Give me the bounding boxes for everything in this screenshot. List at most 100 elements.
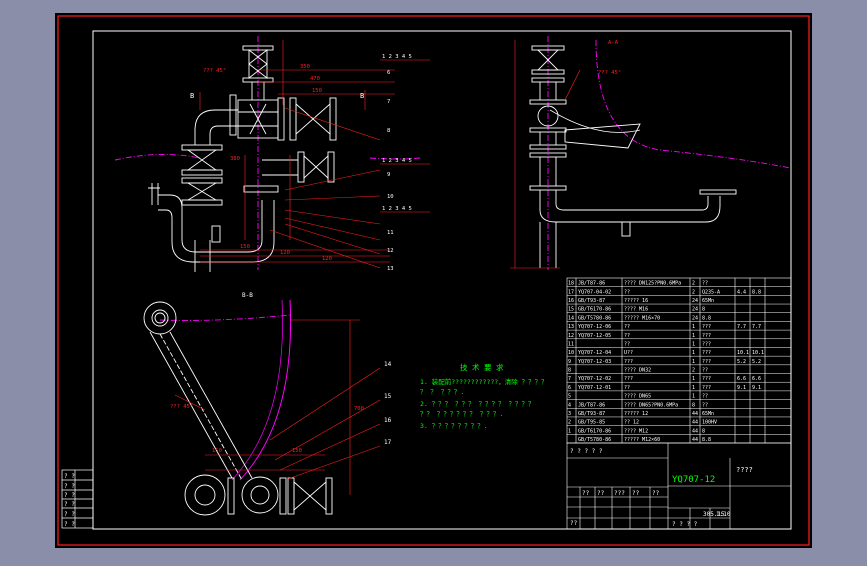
center-arc — [369, 157, 421, 160]
bom-cell-qty: 1 — [692, 359, 695, 365]
bom-cell-mat: 8.8 — [702, 315, 711, 321]
section-aa-view[interactable] — [529, 36, 791, 270]
dim-label: 150 — [212, 448, 222, 454]
front-dims — [199, 40, 395, 269]
revision-cell: ? ? — [64, 521, 75, 528]
bom-cell-code: YQ707-12-04 — [578, 350, 611, 356]
bom-cell-code: JB/T87-86 — [578, 402, 605, 408]
bom-cell-name: U?? — [624, 350, 633, 356]
front-leader-lines — [380, 59, 430, 213]
bom-cell-w2: 8.8 — [752, 289, 761, 295]
part-name: ???? — [736, 466, 753, 474]
bom-cell-qty: 24 — [692, 315, 698, 321]
bom-cell-no: 12 — [568, 333, 574, 339]
bom-table — [566, 277, 792, 444]
bom-cell-code: YQ707-12-01 — [578, 385, 611, 391]
tech-line: ？？ ？？？？？？ ？？？. — [420, 410, 503, 418]
u-pipe-flange — [243, 185, 279, 193]
bom-cell-name: ????? M16×70 — [624, 315, 660, 321]
bom-cell-qty: 1 — [692, 385, 695, 391]
leader-number: 13 — [387, 266, 394, 272]
revision-cell: ? ? — [64, 483, 75, 490]
bom-cell-no: 7 — [568, 376, 571, 382]
revision-cell: ? ? — [64, 511, 75, 518]
bom-cell-name: ?? — [624, 385, 630, 391]
bom-cell-name: ????? 16 — [624, 298, 648, 304]
bom-cell-mat: 65Mn — [702, 298, 714, 304]
section-bb-title: B-B — [242, 292, 253, 299]
bom-cell-no: 18 — [568, 281, 574, 287]
bb-flange-left — [184, 474, 226, 516]
bom-cell-no: 1 — [568, 428, 571, 434]
tech-title: 技 术 要 求 — [460, 362, 504, 372]
bom-cell-w1: 10.1 — [737, 350, 749, 356]
leader-number: 16 — [384, 417, 392, 424]
angle-note: ??? 45° — [598, 70, 621, 76]
bom-cell-qty: 44 — [692, 428, 698, 434]
leader-number: 1 2 3 4 5 — [382, 158, 412, 164]
sign-header: ? ? ? ? ? — [570, 448, 603, 455]
bom-cell-w1: 4.4 — [737, 289, 746, 295]
bom-cell-name: ???? DN65 — [624, 394, 651, 400]
bom-cell-qty: 24 — [692, 307, 698, 313]
bom-cell-code: YQ707-12-05 — [578, 333, 611, 339]
bom-cell-no: 16 — [568, 298, 574, 304]
bom-cell-name: ?? — [624, 324, 630, 330]
bb-dims — [174, 319, 381, 495]
bb-flange-right — [241, 476, 279, 514]
drawing-number: YQ707-12 — [672, 475, 715, 485]
bom-cell-code: GB/T95-85 — [578, 420, 605, 426]
tech-requirements: 技 术 要 求 1. 装配前????????????，清除 ？？？？ ？ ？ ？… — [420, 362, 548, 430]
tb-cell: ?? — [597, 490, 605, 497]
leader-number: 14 — [384, 361, 392, 368]
bom-cell-no: 14 — [568, 315, 574, 321]
bom-cell-name: ???? DN32 — [624, 368, 651, 374]
bom-cell-mat: 8 — [702, 307, 705, 313]
bom-cell-code: GB/T6170-86 — [578, 428, 611, 434]
left-end-flange — [148, 183, 160, 205]
aa-dims — [510, 40, 581, 269]
bom-cell-no: 15 — [568, 307, 574, 313]
bracket-plate — [564, 123, 641, 149]
left-bend — [194, 109, 238, 145]
dim-label: 380 — [230, 156, 240, 162]
bom-cell-name: ??? — [624, 359, 633, 365]
mass-value: 305.15 — [703, 511, 725, 518]
dim-label: 350 — [300, 64, 310, 70]
section-bb-view[interactable] — [143, 299, 333, 516]
bom-cell-qty: 44 — [692, 411, 698, 417]
bom-cell-no: 13 — [568, 324, 574, 330]
bom-cell-name: ???? DN65?PN0.6MPa — [624, 402, 678, 408]
bom-cell-w1: 9.1 — [737, 385, 746, 391]
bom-cell-w1: 5.2 — [737, 359, 746, 365]
title-block — [566, 442, 792, 530]
tech-line: 1. 装配前????????????，清除 ？？？？ — [420, 377, 548, 386]
bom-cell-mat: 8.8 — [702, 437, 711, 443]
bom-cell-w1: 7.7 — [737, 324, 746, 330]
bom-cell-mat: ?? — [702, 402, 708, 408]
leader-number: 8 — [387, 128, 390, 134]
bom-cell-mat: ??? — [702, 350, 711, 356]
bom-cell-mat: ??? — [702, 333, 711, 339]
bom-cell-name: ?? — [624, 289, 630, 295]
bom-cell-qty: 2 — [692, 281, 695, 287]
bom-cell-code: YQ707-12-03 — [578, 359, 611, 365]
tb-cell: ?? — [582, 490, 590, 497]
aa-u-pipe — [539, 190, 721, 223]
bom-cell-mat: 100HV — [702, 420, 717, 426]
tb-cell: ?? — [570, 520, 578, 527]
leader-number: 17 — [384, 439, 392, 446]
bom-cell-name: ?? — [624, 341, 630, 347]
bom-cell-code: YQ707-04-02 — [578, 289, 611, 295]
bom-cell-qty: 1 — [692, 350, 695, 356]
bom-cell-w2: 10.1 — [752, 350, 764, 356]
leader-number: 10 — [387, 194, 394, 200]
bom-cell-code: GB/T5780-86 — [578, 315, 611, 321]
bom-cell-no: 11 — [568, 341, 574, 347]
bom-cell-qty: 2 — [692, 368, 695, 374]
tech-line: ？ ？ ？？？. — [420, 388, 464, 396]
bom-cell-name: ???? M16 — [624, 307, 648, 313]
angle-note: ??? 45° — [170, 404, 193, 410]
